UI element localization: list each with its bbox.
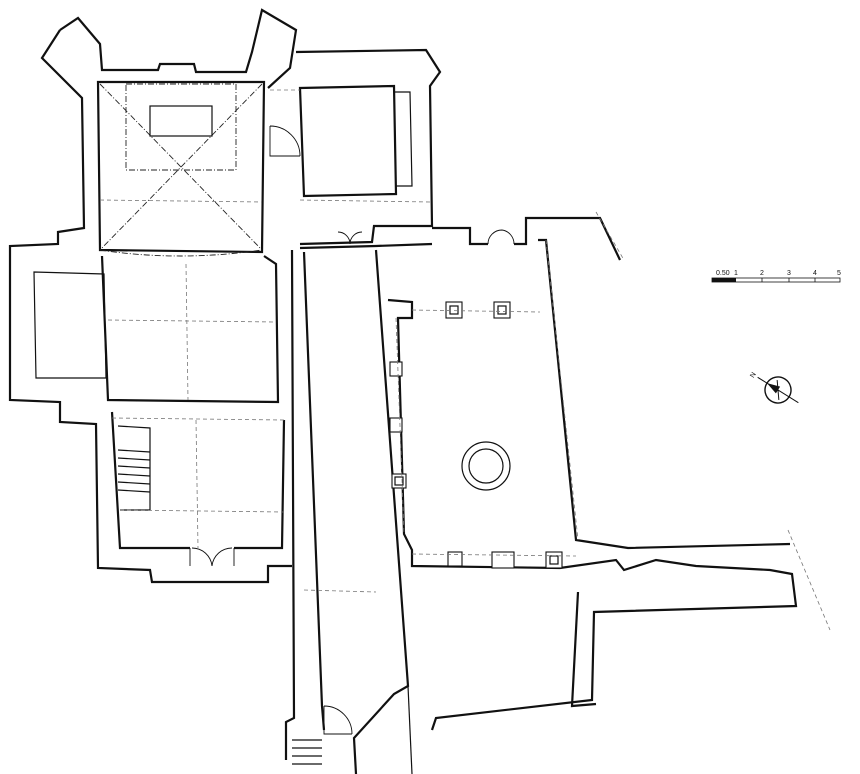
colonnade-west — [389, 317, 407, 535]
central-corridor — [284, 231, 433, 774]
colonnade-south — [411, 551, 577, 569]
scale-tick-label: 1 — [734, 270, 738, 277]
scale-tick-label: 2 — [760, 270, 764, 277]
north-arrow-icon: N — [749, 371, 799, 404]
west-wing — [8, 8, 298, 584]
north-rooms — [269, 48, 442, 246]
staircase — [117, 449, 151, 493]
courtyard — [387, 211, 831, 731]
scale-tick-label: 3 — [787, 270, 791, 277]
colonnade-north — [411, 301, 541, 319]
scale-tick-label: 4 — [813, 270, 817, 277]
corridor-stair — [292, 739, 322, 765]
scale-tick-label: 5 — [837, 270, 841, 277]
fountain — [461, 441, 511, 491]
scale-tick-label: 0.50 — [716, 270, 730, 277]
north-label: N — [749, 371, 758, 379]
scale-bar: 0.50 1 2 3 4 5 — [711, 270, 841, 283]
